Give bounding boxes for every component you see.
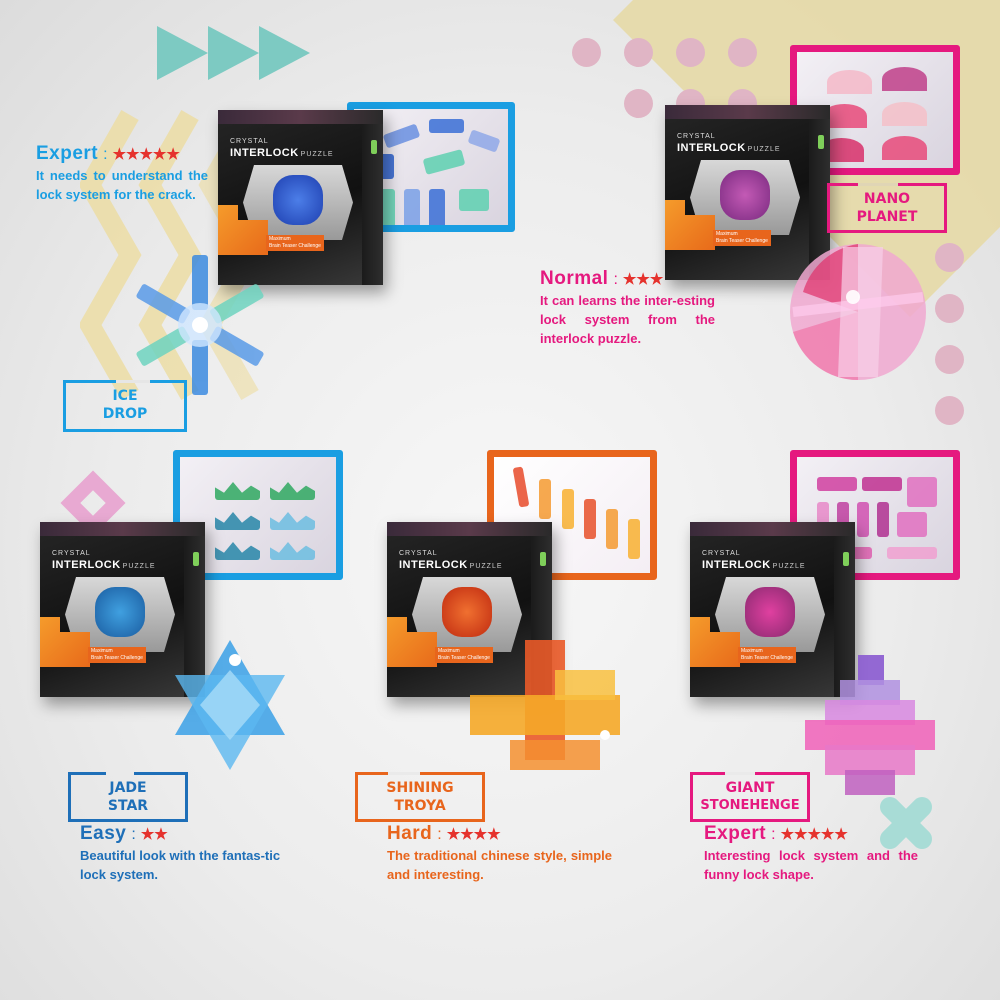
product-description: Easy:★★ Beautiful look with the fantas-t…: [80, 823, 281, 882]
product-description: Expert:★★★★★ Interesting lock system and…: [704, 823, 918, 882]
play-triangle-icon: [208, 26, 259, 80]
difficulty-level: Hard: [387, 823, 433, 844]
product-name-tag: NANO PLANET: [827, 183, 947, 233]
difficulty-level: Easy: [80, 823, 127, 844]
rating-stars: ★★★★★: [112, 146, 180, 163]
product-name-tag: JADE STAR: [68, 772, 188, 822]
product-description: Expert:★★★★★ It needs to understand the …: [36, 143, 208, 202]
difficulty-level: Expert: [36, 143, 99, 164]
product-description: Normal:★★★ It can learns the inter-estin…: [540, 268, 715, 346]
play-triangle-icon: [157, 26, 208, 80]
product-name-tag: GIANT STONEHENGE: [690, 772, 810, 822]
rating-stars: ★★★★★: [780, 826, 848, 843]
nano-planet-puzzle-image: [790, 244, 926, 380]
jade-star-puzzle-image: [175, 640, 285, 770]
difficulty-level: Expert: [704, 823, 767, 844]
product-description: Hard:★★★★ The traditional chinese style,…: [387, 823, 612, 882]
teal-x-decor: [880, 797, 932, 849]
play-triangle-icon: [259, 26, 310, 80]
giant-stonehenge-puzzle-image: [805, 655, 935, 795]
rating-stars: ★★★★: [446, 826, 501, 843]
ice-drop-puzzle-image: [136, 255, 264, 395]
pieces-photo-frame: [790, 450, 960, 580]
shining-troya-puzzle-image: [470, 640, 620, 770]
rating-stars: ★★★: [622, 271, 664, 288]
pieces-photo-frame: [173, 450, 343, 580]
product-name-tag: SHINING TROYA: [355, 772, 485, 822]
product-name-tag: ICE DROP: [63, 380, 187, 432]
rating-stars: ★★: [140, 826, 168, 843]
difficulty-level: Normal: [540, 268, 609, 289]
